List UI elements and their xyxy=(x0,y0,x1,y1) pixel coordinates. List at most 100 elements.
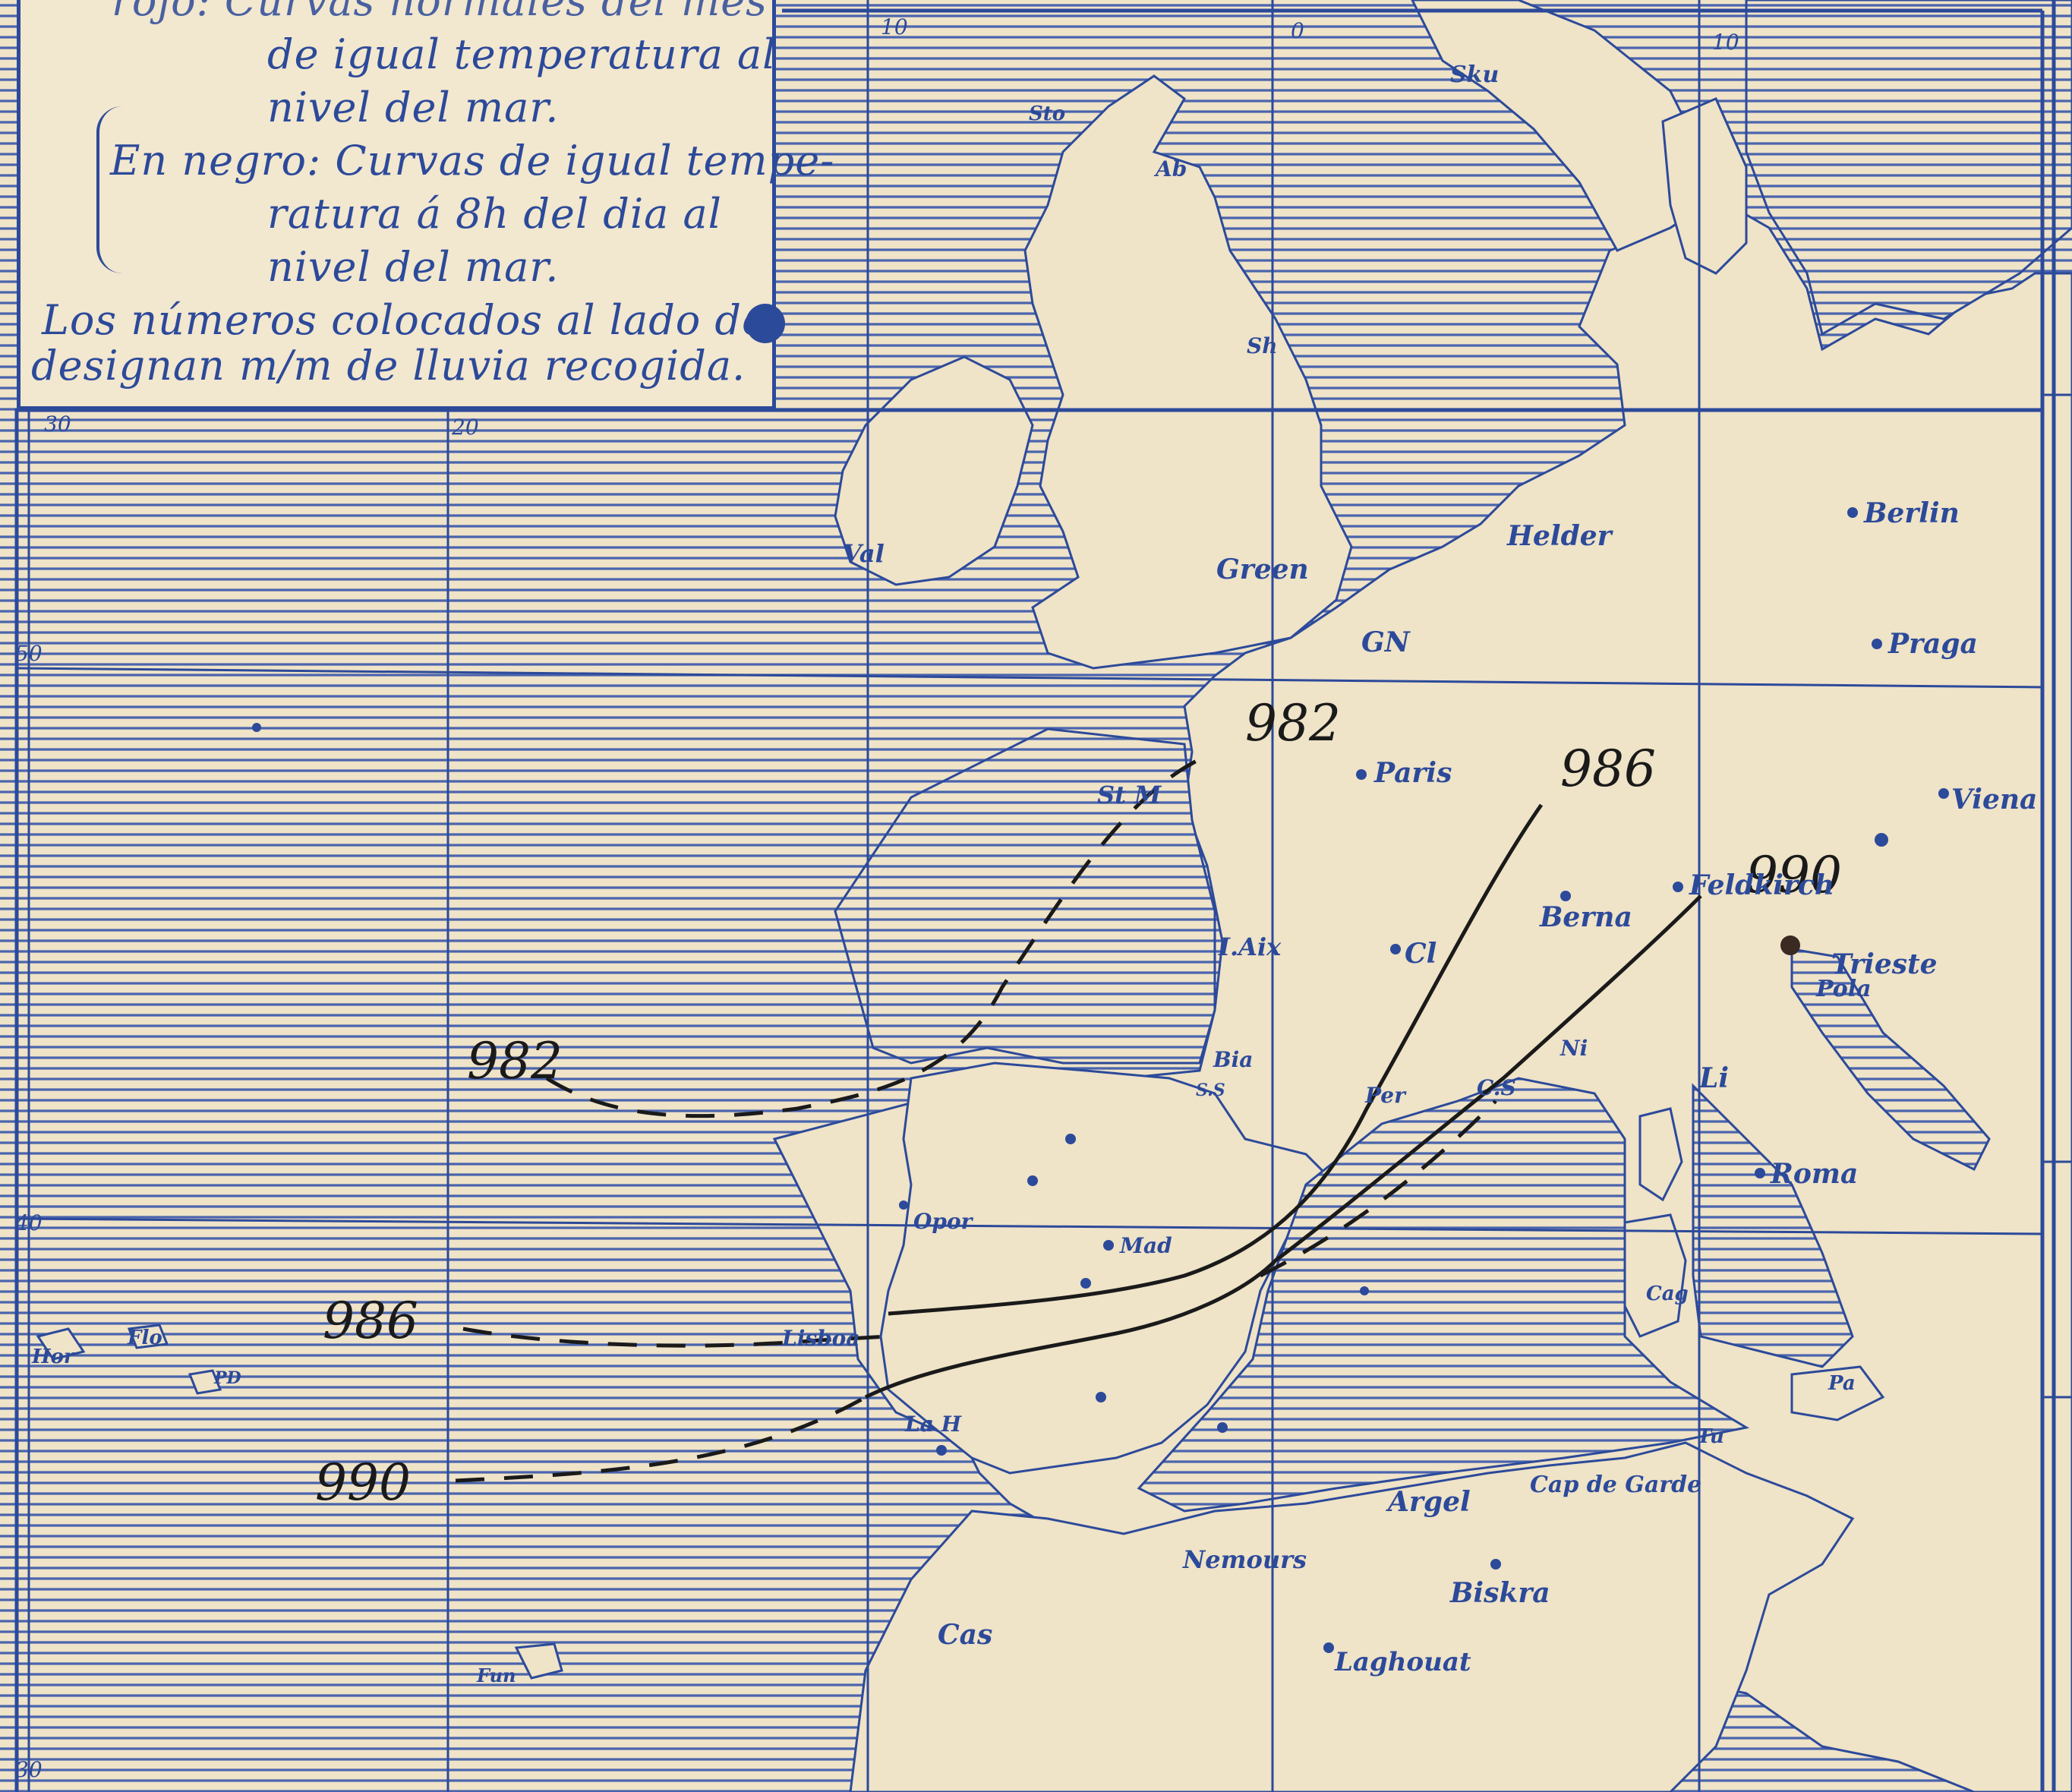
legend-line-4: En negro: Curvas de igual tempe- xyxy=(110,137,835,185)
tick-lon-10e: 10 xyxy=(1712,30,1739,55)
landmass-sicily xyxy=(1790,1365,1885,1421)
label-pd: PD xyxy=(213,1368,241,1388)
label-sto: Sto xyxy=(1029,103,1065,125)
label-lisboa: Lisboa xyxy=(781,1326,859,1351)
landmass-azores xyxy=(36,1323,222,1395)
isobar-982-dashed xyxy=(545,757,1201,1118)
label-laghouat: Laghouat xyxy=(1334,1647,1471,1677)
trieste-marker xyxy=(1780,935,1800,955)
label-biskra: Biskra xyxy=(1449,1577,1550,1609)
isobar-990-dashed-east xyxy=(1259,1099,1497,1278)
label-argel: Argel xyxy=(1386,1486,1471,1518)
station-dot xyxy=(1490,1559,1501,1570)
label-pola: Pola xyxy=(1815,976,1872,1002)
label-nemours: Nemours xyxy=(1182,1545,1307,1574)
station-dot xyxy=(1103,1240,1114,1251)
isobar-label-990-east: 990 xyxy=(1746,846,1842,904)
station-dots xyxy=(252,507,1949,1653)
inland-seas xyxy=(834,0,2072,1513)
legend-brace xyxy=(96,106,122,273)
station-dot xyxy=(1080,1278,1091,1289)
graticule xyxy=(16,0,2043,1792)
map-frame xyxy=(14,0,2056,1792)
label-li: Li xyxy=(1698,1062,1729,1094)
label-viena: Viena xyxy=(1951,784,2037,816)
landmass-iberia xyxy=(879,1062,1339,1475)
label-green: Green xyxy=(1216,554,1309,585)
sea-mediterranean-west xyxy=(1137,1077,1750,1513)
label-sku: Sku xyxy=(1450,62,1499,88)
label-paris: Paris xyxy=(1373,757,1452,789)
label-stm: St M xyxy=(1097,781,1162,809)
landmass-scandinavia xyxy=(1411,0,1717,252)
station-dot xyxy=(899,1200,908,1210)
station-dot xyxy=(1755,1168,1765,1178)
isobar-986-solid xyxy=(888,803,1544,1316)
label-fun: Fun xyxy=(476,1664,516,1686)
isobar-label-986-east: 986 xyxy=(1560,740,1656,798)
parallel-40 xyxy=(16,1217,2043,1235)
label-lah: La H xyxy=(904,1412,963,1437)
tick-lon-20: 20 xyxy=(451,415,479,440)
parallel-50 xyxy=(16,667,2043,689)
legend-line-7: Los números colocados al lado de xyxy=(42,296,767,344)
label-berlin: Berlin xyxy=(1863,497,1960,529)
label-flo: Flo xyxy=(127,1327,162,1349)
legend-line-8: designan m/m de lluvia recogida. xyxy=(31,342,746,390)
label-mad: Mad xyxy=(1119,1233,1172,1258)
landmass-ireland xyxy=(834,355,1034,586)
tick-lat-50: 50 xyxy=(15,641,43,666)
station-dot xyxy=(1360,1286,1369,1295)
isobar-labels: 982 982 986 986 990 990 xyxy=(315,694,1842,1512)
label-gn: GN xyxy=(1361,626,1411,658)
label-tu: Tu xyxy=(1697,1425,1724,1448)
label-cl: Cl xyxy=(1405,938,1437,970)
isobars xyxy=(455,757,1702,1483)
label-berna: Berna xyxy=(1539,901,1632,933)
tick-lat-40: 40 xyxy=(14,1210,43,1235)
isobar-986-dashed xyxy=(462,1327,889,1348)
legend-line-6: nivel del mar. xyxy=(267,243,560,291)
station-dot xyxy=(1875,833,1888,847)
label-roma: Roma xyxy=(1770,1158,1858,1190)
label-val: Val xyxy=(843,539,885,568)
place-names: Berlin Praga Viena Helder Green GN Paris… xyxy=(31,62,2037,1686)
station-dot xyxy=(1323,1642,1334,1653)
station-dot xyxy=(936,1445,947,1456)
tick-lon-0: 0 xyxy=(1291,18,1304,43)
label-pa: Pa xyxy=(1828,1372,1856,1395)
sea-tyrrhenian xyxy=(1692,1083,1854,1368)
rain-dot-icon xyxy=(746,304,785,343)
label-ss: S.S xyxy=(1196,1081,1225,1100)
label-aix: I.Aix xyxy=(1218,932,1282,961)
label-trieste: Trieste xyxy=(1831,948,1938,980)
station-dot xyxy=(1390,944,1401,954)
label-cas: Cas xyxy=(938,1619,992,1651)
label-capdegarde: Cap de Garde xyxy=(1530,1472,1701,1498)
sea-baltic xyxy=(1745,0,2072,336)
label-ab: Ab xyxy=(1153,156,1187,181)
station-dot xyxy=(1065,1134,1076,1144)
sea-biscay xyxy=(834,727,1216,1065)
station-dot xyxy=(1872,639,1882,649)
legend-line-2: de igual temperatura al xyxy=(267,30,777,78)
frame-ticks: 30 50 40 30 20 10 0 10 xyxy=(14,14,1739,1782)
label-ni: Ni xyxy=(1560,1036,1588,1061)
isobar-label-982-north: 982 xyxy=(1245,694,1341,752)
legend-line-1: rojo: Curvas normales del mes xyxy=(112,0,768,25)
station-dot xyxy=(1217,1422,1228,1433)
label-opor: Opor xyxy=(913,1209,974,1234)
legend-line-3: nivel del mar. xyxy=(267,84,560,131)
station-dot xyxy=(1560,891,1571,901)
tick-lon-10: 10 xyxy=(881,14,908,39)
landmass-madeira xyxy=(514,1642,563,1680)
landmass-denmark xyxy=(1661,97,1748,275)
label-sh: Sh xyxy=(1247,333,1278,358)
tick-lat-30-top: 30 xyxy=(44,412,71,437)
label-per: Per xyxy=(1364,1083,1407,1108)
isobar-label-990-west: 990 xyxy=(315,1453,411,1512)
station-dot xyxy=(1673,882,1683,892)
isobar-label-982-west: 982 xyxy=(467,1032,563,1090)
tick-lat-30-bottom: 30 xyxy=(15,1757,43,1782)
